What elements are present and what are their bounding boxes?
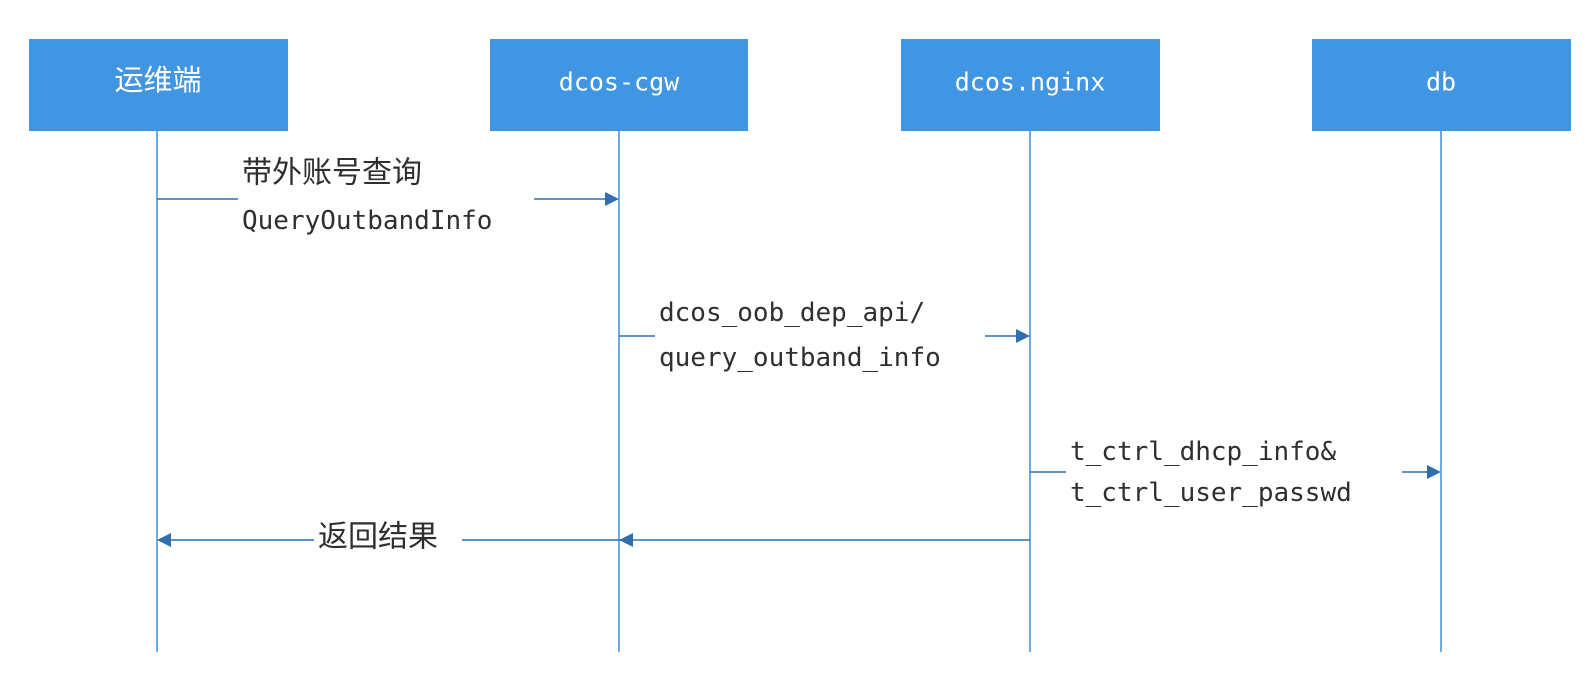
message-return-result: 返回结果 — [157, 518, 1030, 562]
message-db-query: t_ctrl_dhcp_info& t_ctrl_user_passwd — [1030, 428, 1441, 520]
participant-db: db — [1312, 39, 1571, 131]
message-return-result-label: 返回结果 — [318, 520, 438, 555]
message-db-query-label-1: t_ctrl_dhcp_info& — [1070, 437, 1336, 467]
participant-ops-label: 运维端 — [114, 63, 201, 97]
message-query-outband-label-2: QueryOutbandInfo — [242, 206, 492, 236]
arrowhead-right-icon — [605, 192, 619, 206]
arrowhead-left-icon — [157, 533, 171, 547]
participant-ops: 运维端 — [29, 39, 288, 131]
arrowhead-left-icon — [619, 533, 633, 547]
participant-nginx: dcos.nginx — [901, 39, 1160, 131]
message-api-call-label-1: dcos_oob_dep_api/ — [659, 298, 925, 328]
message-api-call: dcos_oob_dep_api/ query_outband_info — [619, 292, 1030, 384]
message-query-outband-label-1: 带外账号查询 — [242, 156, 422, 191]
participant-cgw-label: dcos-cgw — [559, 68, 680, 97]
arrowhead-right-icon — [1016, 329, 1030, 343]
message-query-outband: 带外账号查询 QueryOutbandInfo — [157, 152, 619, 244]
participant-cgw: dcos-cgw — [490, 39, 748, 131]
message-db-query-label-2: t_ctrl_user_passwd — [1070, 478, 1352, 508]
arrowhead-right-icon — [1427, 465, 1441, 479]
participant-nginx-label: dcos.nginx — [955, 68, 1106, 97]
participant-db-label: db — [1426, 68, 1456, 97]
message-api-call-label-2: query_outband_info — [659, 343, 941, 373]
